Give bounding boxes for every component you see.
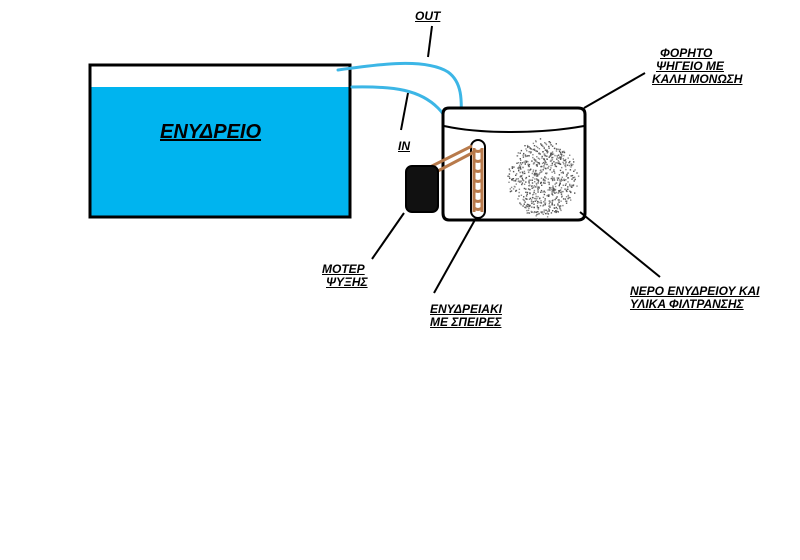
water-label-line1: ΝΕΡΟ ΕΝΥΔΡΕΙΟΥ ΚΑΙ xyxy=(630,284,760,298)
motor-label: ΜΟΤΕΡ ΨΥΞΗΣ xyxy=(322,262,368,289)
coil-label-line2: ΜΕ ΣΠΕΙΡΕΣ xyxy=(430,315,502,329)
water-label: ΝΕΡΟ ΕΝΥΔΡΕΙΟΥ ΚΑΙ ΥΛΙΚΑ ΦΙΛΤΡΑΝΣΗΣ xyxy=(630,285,759,311)
aquarium-outline xyxy=(88,63,352,219)
in-pointer-line xyxy=(400,92,409,131)
in-label: IN xyxy=(398,139,410,153)
portable-fridge xyxy=(441,106,587,222)
out-label: OUT xyxy=(415,9,441,23)
fridge-label-line2: ΨΗΓΕΙΟ ΜΕ xyxy=(656,59,724,73)
water-pointer-line xyxy=(579,211,661,278)
aquarium-water xyxy=(90,87,350,217)
motor-label-line1: ΜΟΤΕΡ xyxy=(322,262,365,276)
out-pointer-line xyxy=(427,25,433,58)
coil-connection xyxy=(429,144,475,175)
fridge-pointer-line xyxy=(583,72,646,109)
water-label-line2: ΥΛΙΚΑ ΦΙΛΤΡΑΝΣΗΣ xyxy=(630,297,744,311)
coil-pointer-line xyxy=(433,217,477,294)
coil-label-line1: ΕΝΥΔΡΕΙΑΚΙ xyxy=(430,302,502,316)
in-pipe xyxy=(350,85,449,124)
motor-label-line2: ΨΥΞΗΣ xyxy=(326,275,368,289)
filter-media xyxy=(507,138,580,220)
fridge-label-line3: ΚΑΛΗ ΜΟΝΩΣΗ xyxy=(652,72,743,86)
fridge-label: ΦΟΡΗΤΟ ΨΗΓΕΙΟ ΜΕ ΚΑΛΗ ΜΟΝΩΣΗ xyxy=(652,47,742,86)
aquarium-label: ΕΝΥΔΡΕΙΟ xyxy=(160,121,262,143)
motor-pointer-line xyxy=(371,212,405,260)
coil-spirals xyxy=(472,148,484,212)
cooling-motor xyxy=(405,165,439,213)
fridge-lid-line xyxy=(443,125,585,133)
coil-label: ΕΝΥΔΡΕΙΑΚΙ ΜΕ ΣΠΕΙΡΕΣ xyxy=(430,303,502,329)
coil-unit xyxy=(429,139,486,219)
fridge-label-line1: ΦΟΡΗΤΟ xyxy=(660,46,713,60)
aquarium-tank xyxy=(88,63,352,219)
out-pipe xyxy=(336,61,463,122)
